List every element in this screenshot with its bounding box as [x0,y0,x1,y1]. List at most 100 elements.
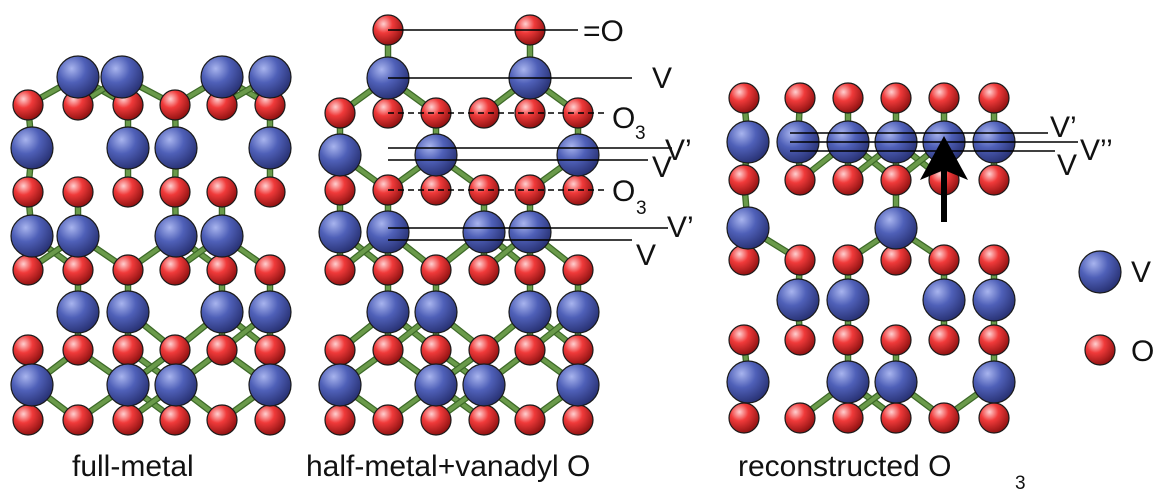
svg-text:3: 3 [636,198,647,219]
vanadium-atom [318,363,362,407]
svg-text:O: O [612,102,635,135]
oxygen-atom [514,254,546,286]
oxygen-atom [728,324,760,356]
vanadium-atom [106,126,150,170]
oxygen-atom [112,334,144,366]
svg-text:3: 3 [635,123,646,144]
vanadium-atom [200,214,244,258]
oxygen-atom [12,89,44,121]
layer-lines [388,29,672,241]
vanadium-atom [154,214,198,258]
oxygen-atom [159,89,191,121]
oxygen-atom [62,254,94,286]
oxygen-atom [420,174,452,206]
label-v-2: V [652,151,672,184]
vanadium-atom [462,363,506,407]
panel-half-metal-vanadyl [318,14,672,436]
oxygen-atom [159,176,191,208]
oxygen-atom [514,334,546,366]
oxygen-atom [978,324,1010,356]
vanadium-atom [776,278,820,322]
oxygen-atom [372,334,404,366]
label-v-3: V [636,239,656,272]
oxygen-atom [1084,334,1116,366]
oxygen-atom [832,164,864,196]
vanadium-atom [556,363,600,407]
vanadium-atom [154,363,198,407]
oxygen-atom [468,334,500,366]
vanadium-atom [106,290,150,334]
label-v-recon: V [1057,149,1077,182]
vanadium-atom [726,360,770,404]
oxygen-atom [324,334,356,366]
oxygen-atom [562,404,594,436]
vanadium-atom [414,133,458,177]
oxygen-atom [62,404,94,436]
vanadium-atom [556,290,600,334]
label-v-prime-1: V’ [665,134,692,167]
vanadium-atom [972,360,1016,404]
oxygen-atom [324,97,356,129]
atoms [318,14,600,436]
oxygen-atom [159,404,191,436]
oxygen-atom [324,174,356,206]
oxygen-atom [372,404,404,436]
oxygen-atom [928,402,960,434]
vanadium-atom [56,290,100,334]
vanadium-atom [366,290,410,334]
oxygen-atom [880,164,912,196]
vanadium-atom [200,290,244,334]
vanadium-atom [56,55,100,99]
vanadium-atom [318,210,362,254]
vanadium-atom [726,206,770,250]
oxygen-atom [784,82,816,114]
oxygen-atom [112,254,144,286]
oxygen-atom [12,176,44,208]
oxygen-atom [784,244,816,276]
label-v-prime-2: V’ [667,211,694,244]
vanadium-atom [922,278,966,322]
oxygen-atom [832,324,864,356]
vanadium-atom [106,363,150,407]
oxygen-atom [728,244,760,276]
vanadium-atom [1078,250,1122,294]
layer-lines [790,132,1078,152]
label-o3-upper: O 3 [612,102,646,144]
oxygen-atom [206,334,238,366]
oxygen-atom [159,254,191,286]
vanadium-atom [508,290,552,334]
svg-text:3: 3 [1015,473,1026,494]
vanadium-atom [508,210,552,254]
oxygen-atom [254,404,286,436]
caption-reconstructed: reconstructed O 3 [738,450,1026,494]
oxygen-atom [206,176,238,208]
vanadium-atom [100,55,144,99]
oxygen-atom [420,334,452,366]
legend-v-atom [1078,250,1122,294]
label-vanadyl-o: =O [583,15,624,48]
oxygen-atom [159,334,191,366]
vanadium-atom [726,120,770,164]
oxygen-atom [928,82,960,114]
oxygen-atom [254,176,286,208]
oxygen-atom [420,254,452,286]
oxygen-atom [62,334,94,366]
oxygen-atom [728,402,760,434]
oxygen-atom [420,404,452,436]
oxygen-atom [978,244,1010,276]
oxygen-atom [832,82,864,114]
vanadium-atom [826,278,870,322]
vanadium-atom [556,133,600,177]
vanadium-atom [248,363,292,407]
oxygen-atom [728,164,760,196]
oxygen-atom [62,176,94,208]
caption-full-metal: full-metal [72,450,194,483]
vanadium-atom [10,214,54,258]
vanadium-atom [248,290,292,334]
vanadium-atom [200,55,244,99]
oxygen-atom [206,254,238,286]
oxygen-atom [12,404,44,436]
vanadium-atom [318,133,362,177]
oxygen-atom [254,254,286,286]
caption-half-metal-vanadyl: half-metal+vanadyl O [306,450,590,483]
